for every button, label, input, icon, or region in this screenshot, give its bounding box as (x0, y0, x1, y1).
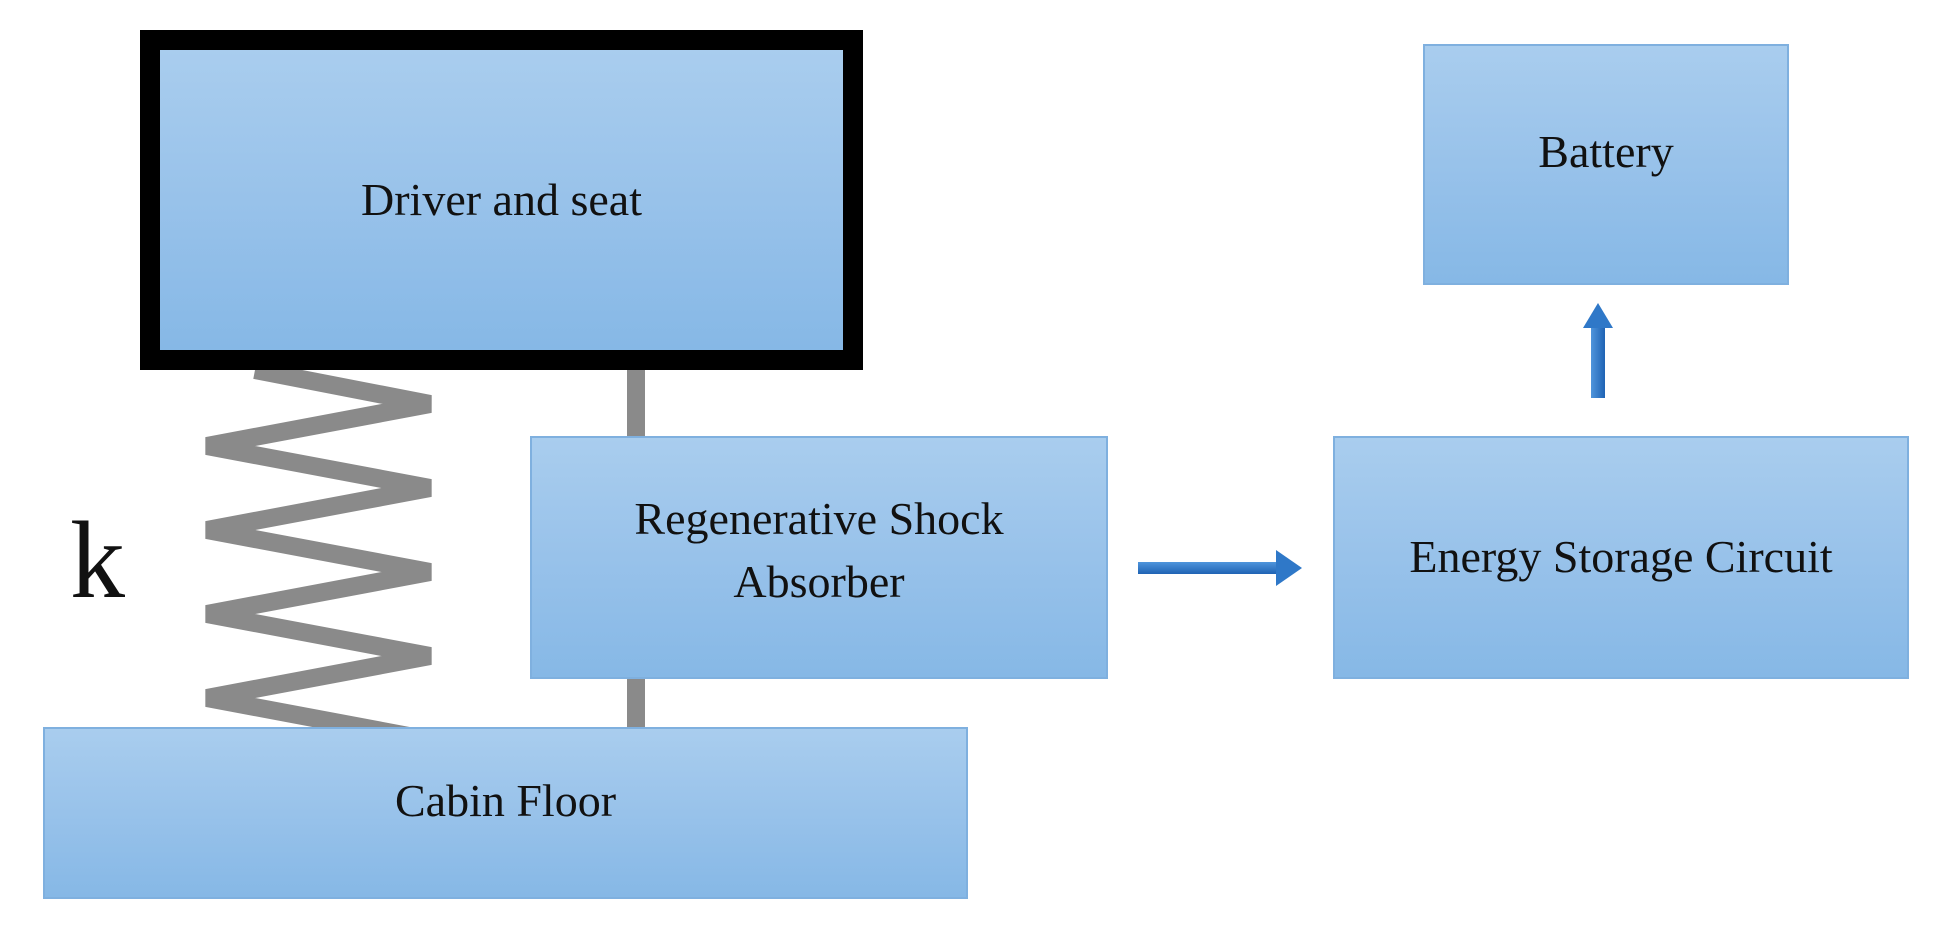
damper-rod-bottom (627, 677, 645, 729)
driver-and-seat-block: Driver and seat (140, 30, 863, 370)
energy-storage-circuit-block: Energy Storage Circuit (1333, 436, 1909, 679)
energy-storage-circuit-label: Energy Storage Circuit (1409, 531, 1833, 583)
cabin-floor-block: Cabin Floor (43, 727, 968, 899)
cabin-floor-label: Cabin Floor (394, 774, 617, 826)
arrow-right (1138, 550, 1302, 586)
regenerative-shock-absorber-label: Regenerative Shock Absorber (634, 493, 1004, 607)
damper-rod-top (627, 370, 645, 438)
spring (205, 361, 432, 774)
driver-and-seat-label: Driver and seat (361, 173, 642, 225)
arrow-up (1583, 303, 1613, 398)
battery-block: Battery (1423, 44, 1789, 285)
battery-label: Battery (1538, 126, 1674, 178)
spring-constant-label: k (70, 499, 125, 621)
regenerative-shock-absorber-block: Regenerative Shock Absorber (530, 436, 1108, 679)
